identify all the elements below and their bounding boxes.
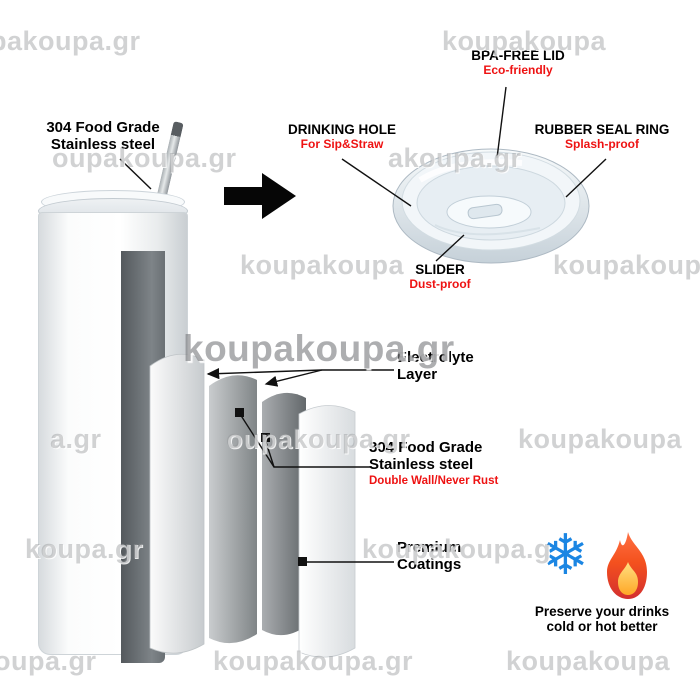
label-premium-line1: Premium [397, 539, 462, 556]
node-square-1 [235, 408, 244, 417]
label-rubber-ring-sub: Splash-proof [565, 137, 639, 152]
layer-sheet-4-premium-coating [298, 405, 356, 658]
lid-slider-tab [467, 203, 503, 220]
watermark: akoupa.gr [388, 143, 522, 173]
line-bpa-lid [496, 86, 507, 159]
label-steel-top-line1: 304 Food Grade [46, 119, 160, 136]
label-steel-top-line2: Stainless steel [50, 135, 156, 153]
line-rubber-ring [565, 158, 607, 198]
label-preserve-line1: Preserve your drinks [534, 604, 670, 619]
label-steel-mid-line2: Stainless steel [369, 455, 474, 473]
tumbler-body [38, 212, 188, 663]
label-preserve-line2: cold or hot better [546, 619, 658, 635]
node-square-2 [261, 433, 270, 442]
label-preserve: Preserve your drinks cold or hot better [518, 604, 686, 634]
label-electrolyte: Electrolyte Layer [397, 349, 507, 384]
layer-sheet-3 [262, 392, 306, 636]
watermark: koupakoupa [553, 250, 700, 280]
watermark: koupakoupa [518, 424, 683, 454]
line-steel-top [119, 158, 152, 190]
label-steel-top: 304 Food Grade Stainless steel [36, 119, 170, 154]
snowflake-icon: ❄ [542, 523, 589, 588]
label-steel-mid-line1: 304 Food Grade [369, 439, 483, 456]
label-slider-sub: Dust-proof [409, 277, 471, 292]
line-steel-mid-2 [265, 441, 275, 468]
flame-icon [607, 532, 647, 599]
label-premium: Premium Coatings [397, 539, 507, 574]
label-rubber-ring: RUBBER SEAL RING Splash-proof [530, 122, 674, 152]
lid-image [392, 148, 590, 264]
label-rubber-ring-title: RUBBER SEAL RING [534, 122, 670, 137]
label-bpa-lid: BPA-FREE LID Eco-friendly [455, 48, 581, 78]
tumbler [38, 121, 188, 663]
layer-sheet-2 [209, 375, 257, 644]
line-steel-mid-1 [239, 413, 371, 468]
line-electrolyte-arrow-1 [206, 368, 323, 380]
label-electrolyte-line1: Electrolyte [397, 349, 474, 366]
connector-lines [119, 86, 607, 566]
label-bpa-lid-title: BPA-FREE LID [471, 48, 565, 63]
watermark: pakoupa.gr [0, 26, 141, 56]
watermark: koupakoupa [506, 646, 671, 676]
label-drinking-hole-title: DRINKING HOLE [288, 122, 396, 137]
label-premium-line2: Coatings [397, 555, 462, 573]
line-slider [435, 234, 465, 262]
label-drinking-hole-sub: For Sip&Straw [300, 137, 384, 152]
watermark: koupakoupa.gr [213, 646, 414, 676]
label-bpa-lid-sub: Eco-friendly [483, 63, 553, 78]
big-right-arrow-icon [224, 173, 296, 219]
label-slider: SLIDER Dust-proof [394, 262, 486, 292]
label-drinking-hole: DRINKING HOLE For Sip&Straw [276, 122, 408, 152]
label-steel-mid: 304 Food Grade Stainless steel Double Wa… [369, 439, 539, 487]
line-electrolyte-arrow-2 [264, 369, 323, 387]
label-slider-title: SLIDER [415, 262, 465, 277]
node-square-3 [298, 557, 307, 566]
watermark: koupakoupa [240, 250, 405, 280]
label-steel-mid-sub: Double Wall/Never Rust [369, 474, 499, 487]
label-electrolyte-line2: Layer [397, 365, 438, 383]
line-drinking-hole [341, 158, 412, 207]
tumbler-cutaway-inner-wall [121, 251, 165, 663]
